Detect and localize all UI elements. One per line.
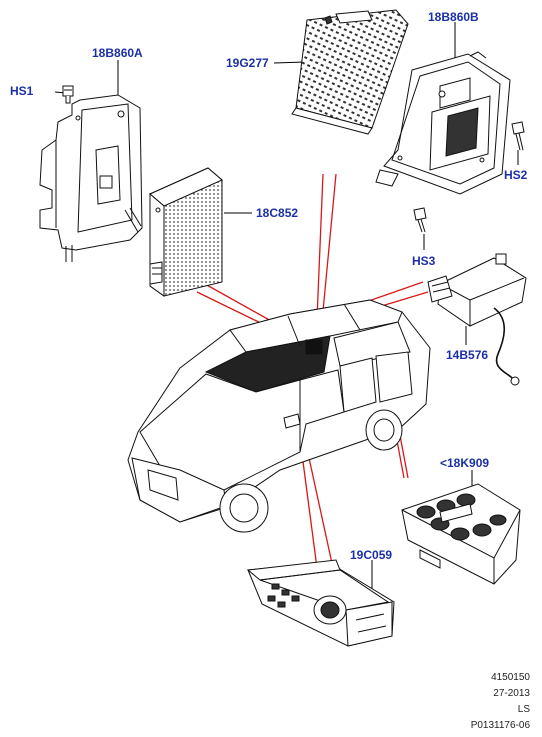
footer-ref-number: 4150150 bbox=[491, 672, 530, 683]
callout-hs2[interactable]: HS2 bbox=[504, 168, 528, 182]
hs2-screw-part[interactable] bbox=[511, 121, 525, 165]
module-19g277-part[interactable] bbox=[273, 9, 409, 135]
callout-18b860a[interactable]: 18B860A bbox=[92, 46, 143, 60]
vehicle-illustration bbox=[127, 299, 431, 533]
callout-hs1[interactable]: HS1 bbox=[10, 84, 34, 98]
footer-ref-code: LS bbox=[517, 704, 530, 715]
bracket-18b860b-part[interactable] bbox=[375, 22, 511, 195]
footer-ref-date: 27-2013 bbox=[493, 688, 530, 699]
bracket-18b860a-part[interactable] bbox=[39, 60, 143, 262]
hs1-screw-part[interactable] bbox=[54, 85, 74, 104]
callout-18k909[interactable]: <18K909 bbox=[440, 456, 490, 470]
module-14b576-part[interactable] bbox=[427, 253, 527, 386]
footer-ref-illustration-id: P0131176-06 bbox=[470, 720, 530, 731]
callout-14b576[interactable]: 14B576 bbox=[446, 348, 489, 362]
callout-18b860b[interactable]: 18B860B bbox=[428, 10, 479, 24]
switch-18k909-part[interactable] bbox=[401, 470, 521, 585]
switch-19c059-part[interactable] bbox=[246, 559, 395, 647]
hs3-screw-part[interactable] bbox=[413, 207, 427, 250]
module-18c852-part[interactable] bbox=[149, 167, 252, 297]
callout-19g277[interactable]: 19G277 bbox=[226, 56, 269, 70]
callout-18c852[interactable]: 18C852 bbox=[256, 206, 299, 220]
callout-19c059[interactable]: 19C059 bbox=[350, 548, 393, 562]
callout-hs3[interactable]: HS3 bbox=[412, 254, 436, 268]
